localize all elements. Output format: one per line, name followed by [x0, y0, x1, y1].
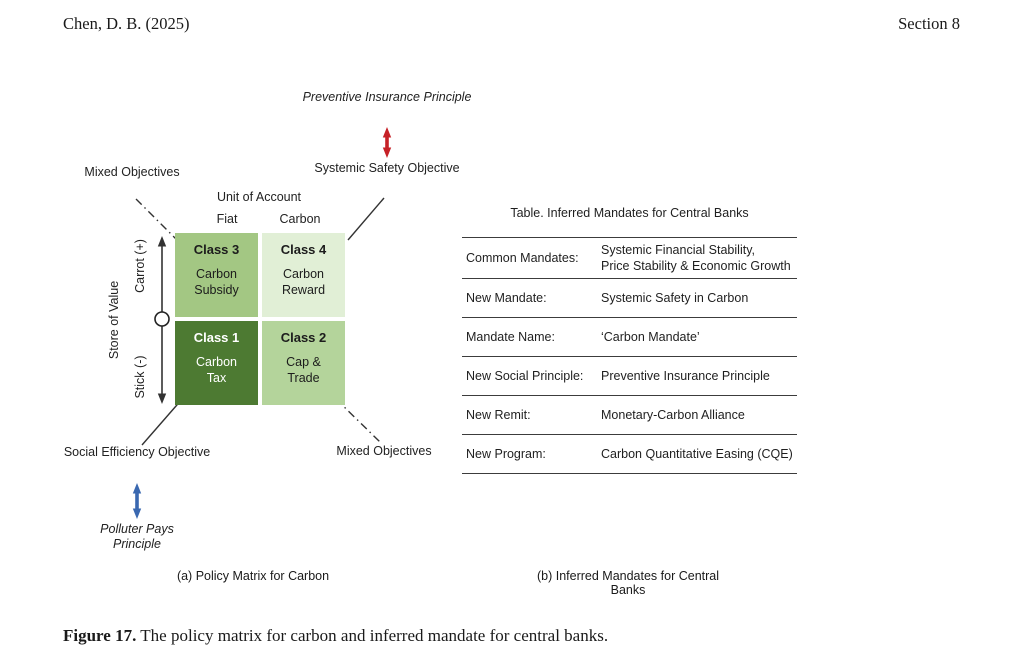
- mandates-table-title: Table. Inferred Mandates for Central Ban…: [510, 206, 749, 220]
- panel-b-caption: (b) Inferred Mandates for Central Banks: [536, 569, 720, 597]
- row-value: Monetary-Carbon Alliance: [601, 408, 745, 422]
- table-row-mandate-name: Mandate Name: ‘Carbon Mandate’: [462, 317, 797, 356]
- panel-a-caption: (a) Policy Matrix for Carbon: [176, 569, 330, 583]
- table-row-new-program: New Program: Carbon Quantitative Easing …: [462, 434, 797, 473]
- preventive-insurance-principle-label: Preventive Insurance Principle: [302, 90, 472, 104]
- figure-caption-label: Figure 17.: [63, 626, 137, 645]
- cell-title-class4: Class 4: [280, 242, 327, 257]
- figure-caption-text: The policy matrix for carbon and inferre…: [136, 626, 609, 645]
- row-label: New Mandate:: [466, 291, 547, 305]
- row-value: Systemic Financial Stability, Price Stab…: [601, 243, 791, 273]
- row-value: ‘Carbon Mandate’: [601, 330, 700, 344]
- row-label: New Remit:: [466, 408, 531, 422]
- table-row-new-social-principle: New Social Principle: Preventive Insuran…: [462, 356, 797, 395]
- matrix-cell-class3: Class 3 Carbon Subsidy: [175, 233, 258, 317]
- store-of-value-axis-arrow: [154, 236, 170, 404]
- social-efficiency-objective-label: Social Efficiency Objective: [63, 445, 211, 459]
- row-value: Preventive Insurance Principle: [601, 369, 770, 383]
- running-head-author: Chen, D. B. (2025): [63, 14, 190, 33]
- y-axis-title: Store of Value: [107, 280, 121, 360]
- matrix-cell-class2: Class 2 Cap & Trade: [262, 321, 345, 405]
- row-value: Carbon Quantitative Easing (CQE): [601, 447, 793, 461]
- cell-label-carbon-tax: Carbon Tax: [196, 355, 237, 385]
- table-row-common-mandates: Common Mandates: Systemic Financial Stab…: [462, 237, 797, 278]
- row-label: New Social Principle:: [466, 369, 584, 383]
- cell-title-class3: Class 3: [193, 242, 240, 257]
- x-axis-tick-carbon: Carbon: [279, 212, 321, 226]
- mixed-objectives-bottom-right-label: Mixed Objectives: [336, 444, 432, 458]
- systemic-safety-objective-label: Systemic Safety Objective: [314, 161, 460, 175]
- row-label: Common Mandates:: [466, 251, 579, 265]
- figure-caption: Figure 17. The policy matrix for carbon …: [63, 626, 608, 646]
- table-row-new-remit: New Remit: Monetary-Carbon Alliance: [462, 395, 797, 434]
- red-double-arrow-icon: [382, 127, 392, 158]
- cell-label-cap-and-trade: Cap & Trade: [286, 355, 321, 385]
- x-axis-tick-fiat: Fiat: [216, 212, 238, 226]
- policy-matrix: Class 3 Carbon Subsidy Class 4 Carbon Re…: [175, 233, 345, 405]
- cell-title-class2: Class 2: [280, 330, 327, 345]
- running-head-section: Section 8: [898, 14, 960, 33]
- matrix-cell-class1: Class 1 Carbon Tax: [175, 321, 258, 405]
- cell-label-carbon-reward: Carbon Reward: [281, 267, 326, 297]
- row-label: New Program:: [466, 447, 546, 461]
- polluter-pays-principle-label: Polluter Pays Principle: [100, 522, 174, 552]
- cell-label-carbon-subsidy: Carbon Subsidy: [194, 267, 239, 297]
- mixed-objectives-top-left-label: Mixed Objectives: [84, 165, 180, 179]
- row-value: Systemic Safety in Carbon: [601, 291, 749, 305]
- cell-title-class1: Class 1: [193, 330, 240, 345]
- y-axis-carrot-label: Carrot (+): [133, 239, 147, 293]
- blue-double-arrow-icon: [132, 483, 142, 519]
- x-axis-title: Unit of Account: [216, 190, 302, 204]
- y-axis-stick-label: Stick (-): [133, 355, 147, 399]
- row-label: Mandate Name:: [466, 330, 555, 344]
- mandates-table: Common Mandates: Systemic Financial Stab…: [462, 237, 797, 474]
- table-row-new-mandate: New Mandate: Systemic Safety in Carbon: [462, 278, 797, 317]
- matrix-cell-class4: Class 4 Carbon Reward: [262, 233, 345, 317]
